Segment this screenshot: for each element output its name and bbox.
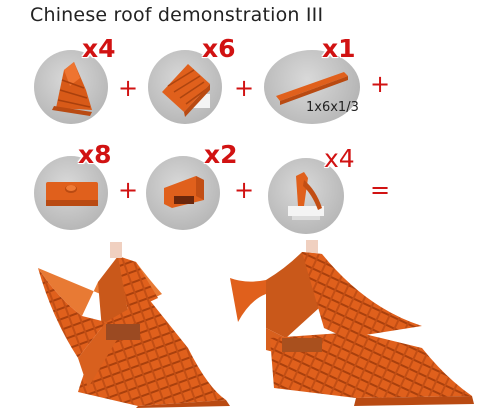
piece-5-quantity: x2 [204,140,238,169]
piece-1-quantity: x4 [82,34,116,63]
piece-1-circle [34,50,108,124]
assembled-roof-back-icon [230,240,474,406]
plus-sign-5: + [234,176,255,204]
piece-6-quantity: x4 [324,144,355,173]
piece-2-quantity: x6 [202,34,236,63]
plus-sign-3: + [370,70,391,98]
assembled-roof-front [18,238,240,408]
piece-3-quantity: x1 [322,34,356,63]
piece-3-circle [264,50,360,124]
assembled-roof-back [226,238,476,408]
piece-2-circle [148,50,222,124]
plus-sign-4: + [118,176,139,204]
plate-with-stud-icon [46,182,98,206]
piece-3-size-label: 1x6x1/3 [306,100,359,115]
plus-sign-2: + [234,74,255,102]
curved-roof-slope-icon [52,62,92,116]
piece-4-quantity: x8 [78,140,112,169]
piece-5-circle [146,156,220,230]
plus-sign-1: + [118,74,139,102]
assembled-roof-front-icon [38,242,230,408]
page-title: Chinese roof demonstration III [30,4,324,26]
piece-6-circle [268,158,344,234]
flat-tile-icon [276,72,348,105]
equals-sign: = [370,176,391,204]
wedge-slope-icon [164,176,204,208]
roof-tile-slope-icon [162,64,210,117]
curved-arch-icon [288,172,324,220]
piece-4-circle [34,156,108,230]
